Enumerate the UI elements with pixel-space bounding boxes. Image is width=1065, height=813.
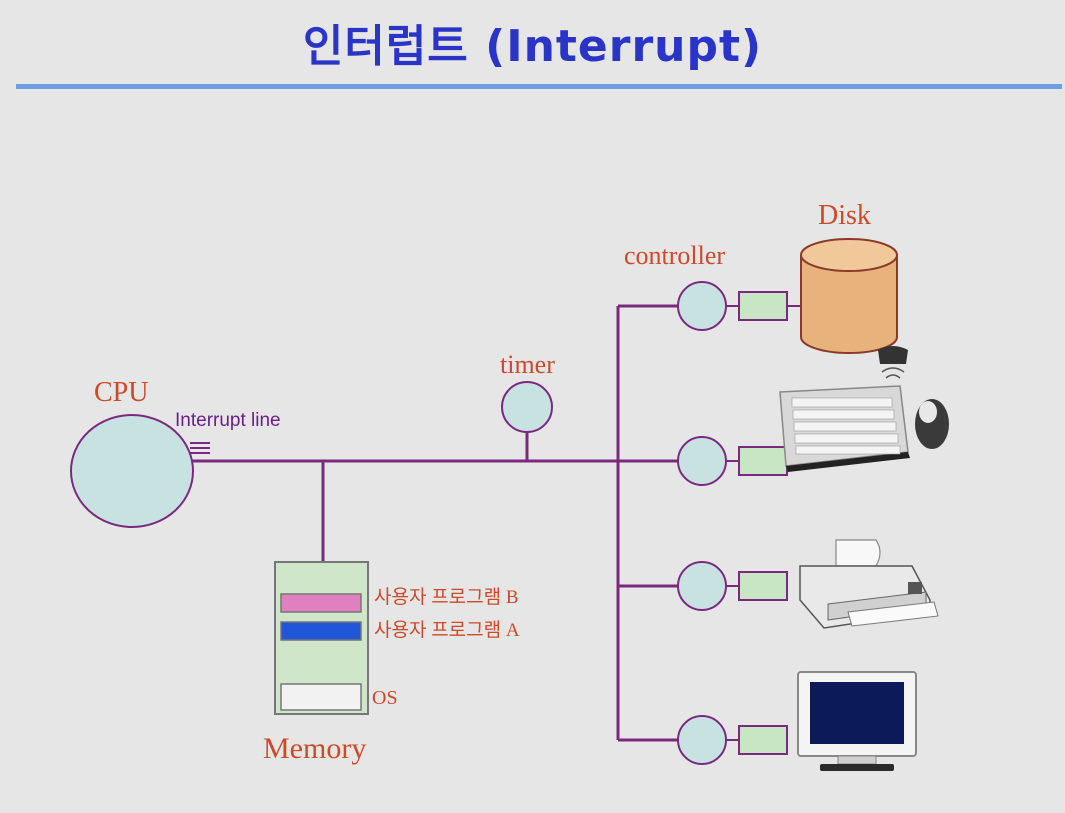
- controller-printer: [677, 561, 788, 611]
- controller-node: [677, 281, 727, 331]
- printer-icon: [799, 539, 939, 629]
- controller-monitor: [677, 715, 788, 765]
- device-adapter: [738, 291, 788, 321]
- user-program-a-label: 사용자 프로그램 A: [374, 619, 520, 641]
- controller-node: [677, 436, 727, 486]
- cpu-label: CPU: [94, 377, 148, 408]
- os-region: [280, 683, 362, 711]
- device-adapter: [738, 571, 788, 601]
- controller-disk: [677, 281, 800, 331]
- disk-label: Disk: [818, 200, 871, 231]
- keyboard-mouse-icon: [779, 346, 949, 472]
- device-adapter: [738, 446, 788, 476]
- user-program-a-region: [280, 621, 362, 641]
- device-adapter: [738, 725, 788, 755]
- user-program-b-region: [280, 593, 362, 613]
- controller-node: [677, 715, 727, 765]
- title-divider: [16, 84, 1062, 89]
- interrupt-line-label: Interrupt line: [175, 410, 281, 431]
- system-bus: [190, 304, 678, 742]
- os-label: OS: [372, 687, 398, 709]
- controller-node: [677, 561, 727, 611]
- cpu-node: [70, 414, 194, 528]
- disk-icon: [800, 238, 898, 354]
- user-program-b-label: 사용자 프로그램 B: [374, 586, 519, 608]
- timer-node: [501, 381, 553, 433]
- timer-label: timer: [500, 350, 555, 379]
- controller-label: controller: [624, 241, 725, 270]
- monitor-icon: [797, 671, 917, 771]
- memory-label: Memory: [263, 732, 366, 765]
- controller-keyboard: [677, 436, 788, 486]
- page-title: 인터럽트 (Interrupt): [302, 21, 763, 72]
- interrupt-line-pins: [190, 442, 210, 454]
- memory-block: [274, 561, 369, 715]
